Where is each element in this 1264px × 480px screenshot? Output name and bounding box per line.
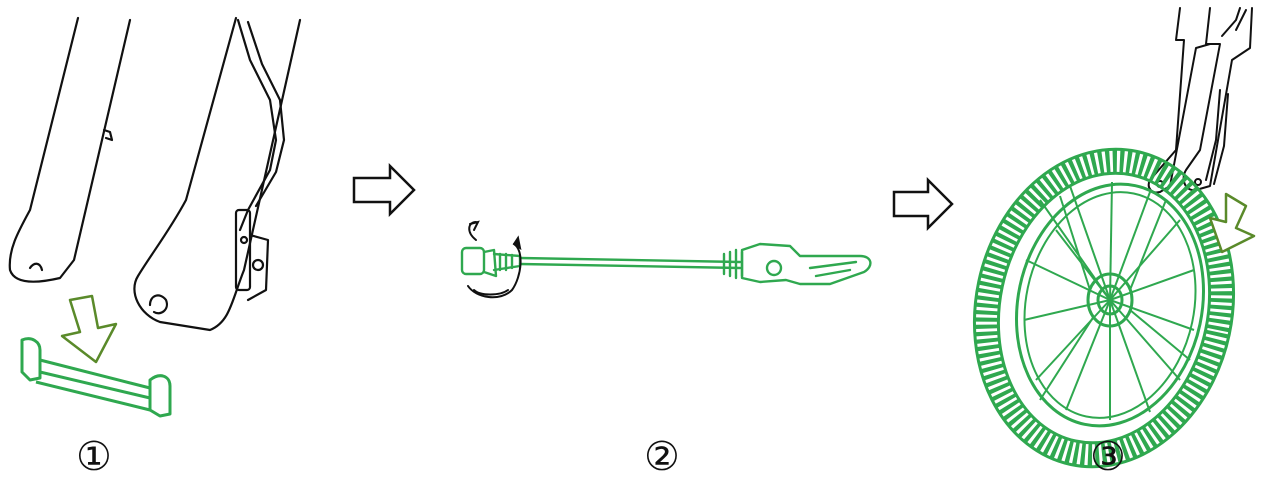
right-arrow-icon[interactable] [892,176,954,232]
quick-release-skewer-icon [460,242,872,286]
down-arrow-icon [60,294,118,364]
step-number-3: ③ [1090,434,1126,480]
step-number-2: ② [644,434,680,480]
rotate-icon [467,220,522,299]
fork-legs-icon [8,16,302,332]
right-arrow-icon[interactable] [352,162,416,218]
fork-legs-icon [1147,7,1253,194]
down-arrow-icon [1208,192,1256,254]
fork-spacer-icon [20,337,172,418]
wheel-icon [972,147,1236,469]
step-number-1: ① [76,434,112,480]
